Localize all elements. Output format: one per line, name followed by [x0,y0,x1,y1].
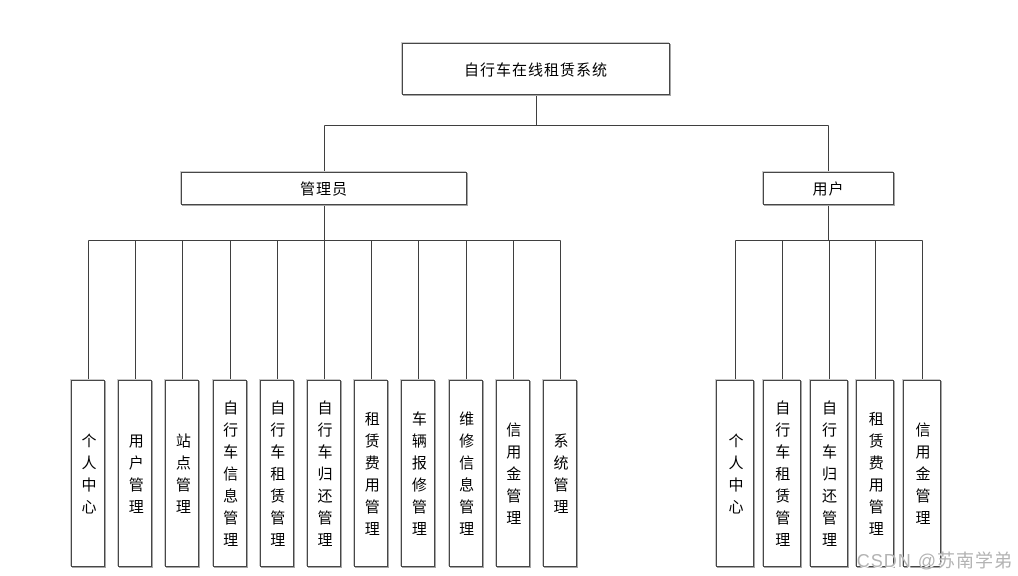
leaf-node: 自行车租赁管理 [762,380,801,567]
leaf-node-label: 信用金管理 [913,422,931,532]
leaf-node: 信用金管理 [495,380,530,567]
branch-node-admin-label: 管理员 [299,181,348,198]
leaf-node: 用户管理 [118,380,153,567]
watermark: CSDN @苏南学弟 [856,551,1013,571]
leaf-node-label: 租赁费用管理 [362,411,380,543]
leaf-node: 自行车信息管理 [212,380,247,567]
leaf-node-label: 个人中心 [79,433,97,521]
root-node-label: 自行车在线租赁系统 [463,61,608,79]
leaf-node: 租赁费用管理 [354,380,389,567]
leaf-node: 自行车归还管理 [307,380,341,567]
leaf-node-label: 自行车归还管理 [820,400,837,554]
leaf-node-label: 自行车信息管理 [221,400,239,554]
leaf-node-label: 站点管理 [173,433,191,521]
leaf-node: 车辆报修管理 [401,380,436,567]
branch-node-user-label: 用户 [812,181,845,198]
root-node: 自行车在线租赁系统 [402,43,670,95]
leaf-node: 自行车归还管理 [809,380,848,567]
leaf-node: 个人中心 [716,380,754,567]
leaf-node-label: 自行车租赁管理 [268,400,286,554]
leaf-node-label: 用户管理 [126,433,144,521]
leaf-node-label: 维修信息管理 [457,411,475,543]
leaf-node: 系统管理 [543,380,577,567]
leaf-node: 维修信息管理 [448,380,483,567]
leaf-node-label: 系统管理 [551,433,569,521]
leaf-node-label: 信用金管理 [504,422,522,532]
leaf-node: 自行车租赁管理 [259,380,294,567]
leaf-node: 站点管理 [165,380,200,567]
leaf-node: 信用金管理 [903,380,941,567]
leaf-node-label: 自行车归还管理 [315,400,333,554]
leaf-node-label: 租赁费用管理 [866,411,884,543]
leaf-node-label: 车辆报修管理 [409,411,427,543]
branch-node-user: 用户 [763,172,894,205]
branch-node-admin: 管理员 [181,172,467,205]
leaf-node: 租赁费用管理 [856,380,895,567]
leaf-node-label: 自行车租赁管理 [773,400,791,554]
leaf-node-label: 个人中心 [726,433,744,521]
leaf-node: 个人中心 [71,380,105,567]
